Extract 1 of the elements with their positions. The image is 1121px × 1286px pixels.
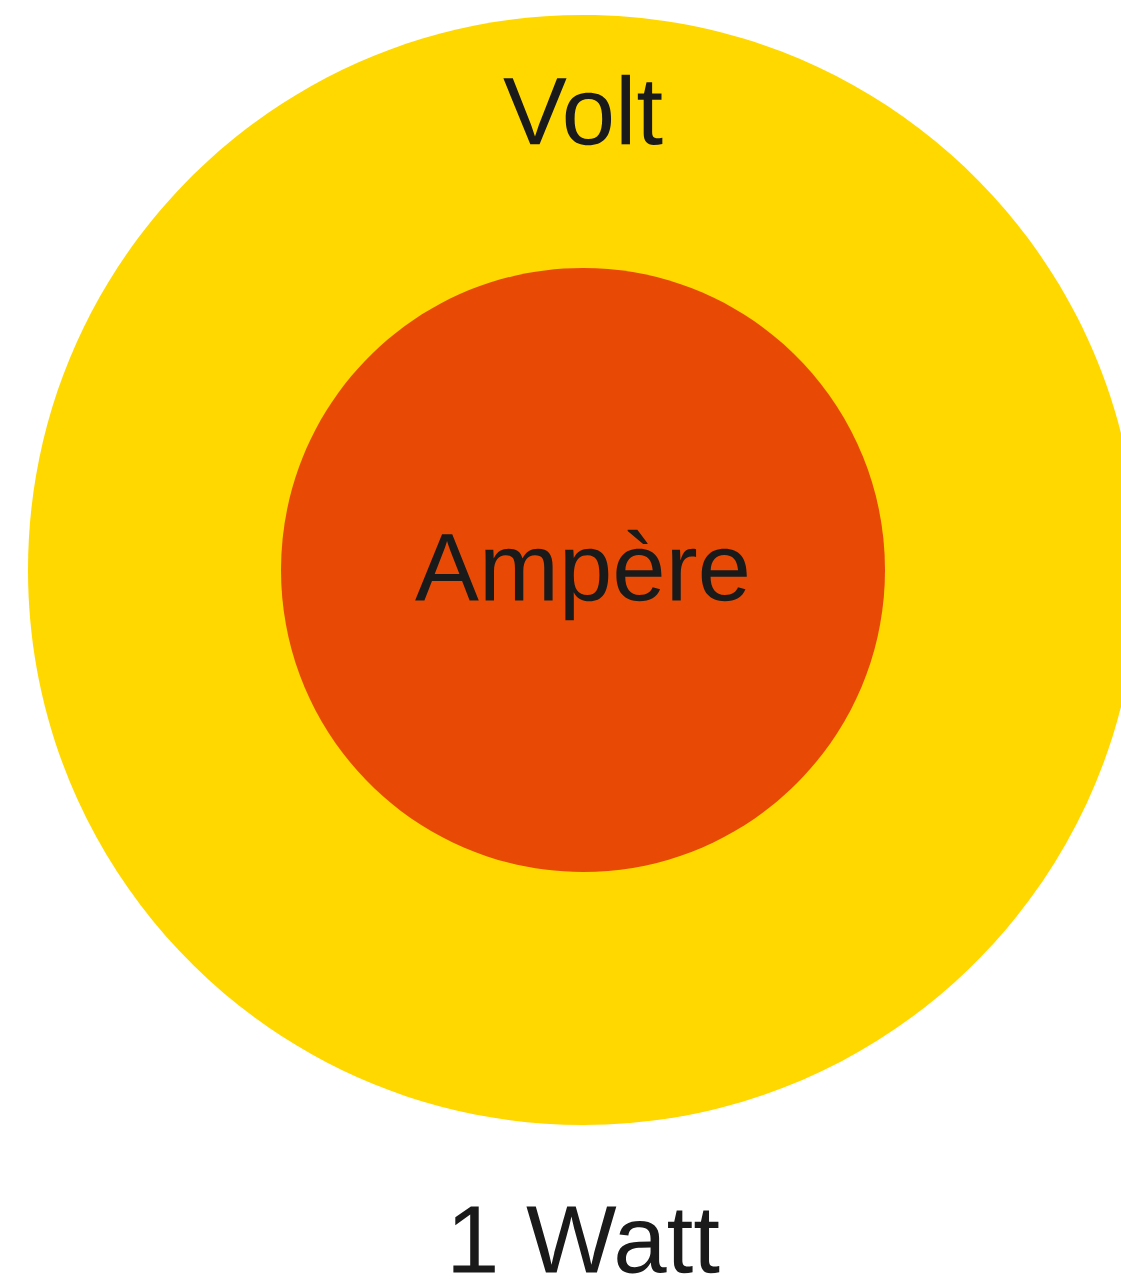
- caption: 1 Watt: [453, 1206, 720, 1274]
